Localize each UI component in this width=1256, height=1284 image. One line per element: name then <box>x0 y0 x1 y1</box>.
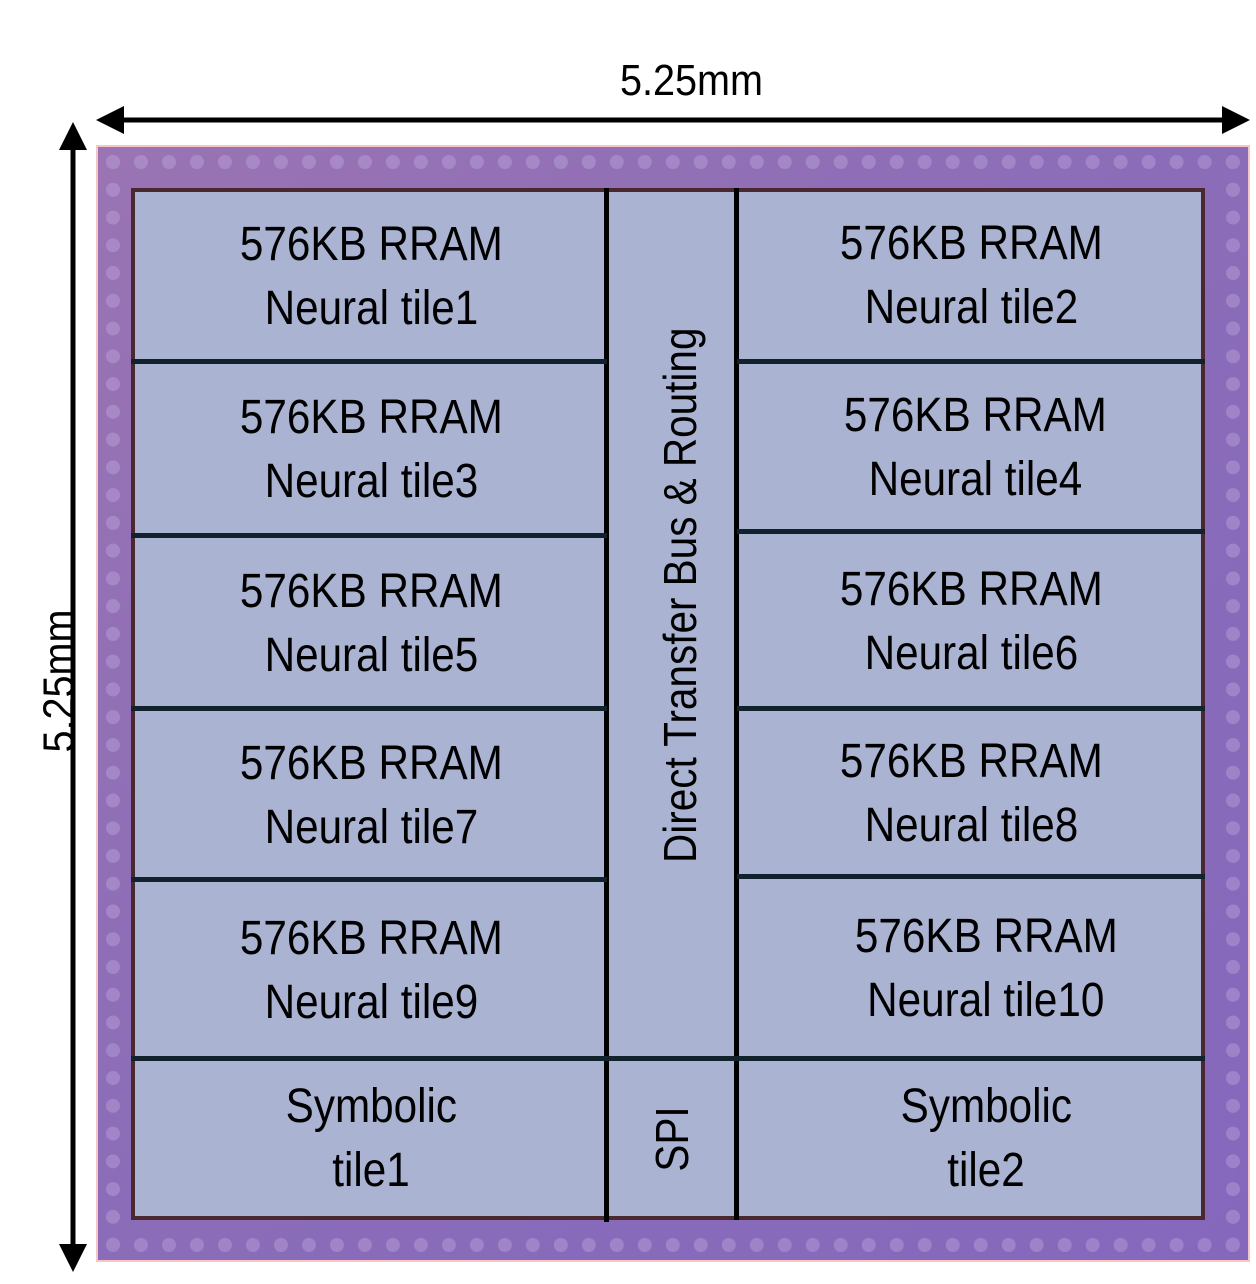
neural-tile-7: 576KB RRAM Neural tile7 <box>135 711 607 880</box>
divider <box>131 1056 1205 1061</box>
neural-tile-3: 576KB RRAM Neural tile3 <box>135 364 607 536</box>
divider <box>131 877 607 882</box>
spi-label: SPI <box>646 1106 698 1172</box>
divider <box>131 359 607 364</box>
symbolic-tile-2: Symbolic tile2 <box>755 1061 1217 1216</box>
divider <box>131 706 607 711</box>
tile-memory-label: 576KB RRAM <box>843 389 1107 442</box>
neural-tile-10: 576KB RRAM Neural tile10 <box>755 879 1217 1059</box>
width-label: 5.25mm <box>619 56 764 105</box>
tile-memory-label: 576KB RRAM <box>239 736 503 790</box>
neural-tile-4: 576KB RRAM Neural tile4 <box>740 364 1210 532</box>
tile-memory-label: 576KB RRAM <box>239 911 503 965</box>
tile-memory-label: 576KB RRAM <box>854 910 1118 963</box>
tile-name-label: Neural tile9 <box>264 975 478 1029</box>
divider <box>737 359 1205 364</box>
tile-name-label: Neural tile7 <box>264 800 478 854</box>
divider <box>131 533 607 538</box>
tile-name-label: Neural tile2 <box>864 281 1078 334</box>
tile-label-line2: tile2 <box>947 1143 1025 1197</box>
neural-tile-1: 576KB RRAM Neural tile1 <box>135 192 607 362</box>
tile-name-label: Neural tile5 <box>264 628 478 682</box>
divider <box>604 188 609 1222</box>
tile-name-label: Neural tile6 <box>864 626 1078 680</box>
neural-tile-6: 576KB RRAM Neural tile6 <box>740 534 1202 709</box>
tile-memory-label: 576KB RRAM <box>839 562 1103 616</box>
divider <box>737 529 1205 534</box>
bus-label: Direct Transfer Bus & Routing <box>654 327 706 864</box>
tile-label-line1: Symbolic <box>285 1079 457 1133</box>
divider <box>737 874 1205 879</box>
tile-label-line1: Symbolic <box>900 1079 1072 1133</box>
tile-name-label: Neural tile8 <box>864 799 1078 852</box>
tile-memory-label: 576KB RRAM <box>239 564 503 618</box>
neural-tile-5: 576KB RRAM Neural tile5 <box>135 538 607 709</box>
neural-tile-8: 576KB RRAM Neural tile8 <box>740 711 1202 877</box>
symbolic-tile-1: Symbolic tile1 <box>135 1061 607 1216</box>
neural-tile-9: 576KB RRAM Neural tile9 <box>135 882 607 1059</box>
height-label: 5.25mm <box>34 609 84 753</box>
tile-name-label: Neural tile1 <box>264 282 478 335</box>
tile-label-line2: tile1 <box>332 1143 410 1197</box>
neural-tile-2: 576KB RRAM Neural tile2 <box>740 192 1202 360</box>
tile-memory-label: 576KB RRAM <box>839 217 1103 270</box>
tile-name-label: Neural tile10 <box>867 974 1105 1027</box>
tile-name-label: Neural tile4 <box>868 453 1082 506</box>
divider <box>737 706 1205 711</box>
tile-memory-label: 576KB RRAM <box>839 735 1103 788</box>
divider <box>734 188 739 1220</box>
tile-name-label: Neural tile3 <box>264 455 478 508</box>
tile-memory-label: 576KB RRAM <box>239 218 503 271</box>
tile-memory-label: 576KB RRAM <box>239 391 503 444</box>
